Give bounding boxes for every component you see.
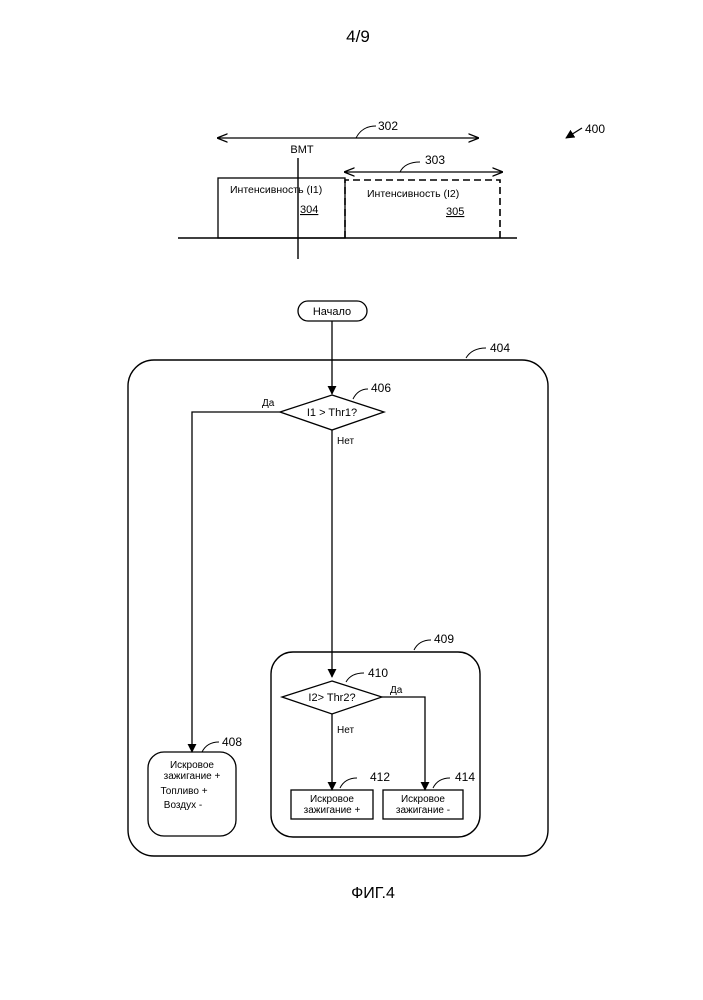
figure-label: ФИГ.4: [351, 885, 395, 902]
ref-400: 400: [585, 122, 605, 136]
ref-410: 410: [368, 666, 388, 680]
ref-400-arrow: [566, 128, 582, 138]
box-408-line-2: зажигание +: [164, 771, 221, 782]
ref-410-leader: [346, 673, 364, 682]
yes-label-1: Да: [262, 398, 275, 409]
box-408-line-4: Воздух -: [164, 800, 202, 811]
ref-406-leader: [353, 389, 368, 399]
ref-303-leader: [400, 162, 420, 172]
start-label: Начало: [313, 306, 351, 318]
ref-406: 406: [371, 381, 391, 395]
no-label-1: Нет: [337, 436, 354, 447]
no-label-2: Нет: [337, 725, 354, 736]
ref-304: 304: [300, 204, 318, 216]
box-412-line-2: зажигание +: [304, 805, 361, 816]
ref-414-leader: [433, 778, 450, 788]
bmt-label: BMT: [290, 144, 314, 156]
intensity-i2-label: Интенсивность (I2): [367, 188, 459, 200]
arrow-d1-yes-to-408: [192, 412, 280, 752]
ref-302-leader: [356, 126, 376, 138]
ref-302: 302: [378, 119, 398, 133]
ref-414: 414: [455, 770, 475, 784]
box-414-line-1: Искровое: [401, 794, 445, 805]
box-408-line-3: Топливо +: [160, 786, 207, 797]
decision-410-label: I2> Thr2?: [308, 692, 355, 704]
ref-305: 305: [446, 206, 464, 218]
ref-412: 412: [370, 770, 390, 784]
ref-408-leader: [202, 742, 219, 752]
box-414-line-2: зажигание -: [396, 805, 450, 816]
ref-412-leader: [340, 778, 357, 788]
ref-409: 409: [434, 632, 454, 646]
ref-404: 404: [490, 341, 510, 355]
intensity-i1-label: Интенсивность (I1): [230, 184, 322, 196]
ref-409-leader: [414, 640, 431, 650]
box-408-line-1: Искровое: [170, 760, 214, 771]
page-number: 4/9: [346, 27, 370, 46]
ref-408: 408: [222, 735, 242, 749]
ref-303: 303: [425, 153, 445, 167]
yes-label-2: Да: [390, 685, 403, 696]
box-412-line-1: Искровое: [310, 794, 354, 805]
decision-406-label: I1 > Thr1?: [307, 407, 357, 419]
ref-404-leader: [466, 348, 486, 358]
